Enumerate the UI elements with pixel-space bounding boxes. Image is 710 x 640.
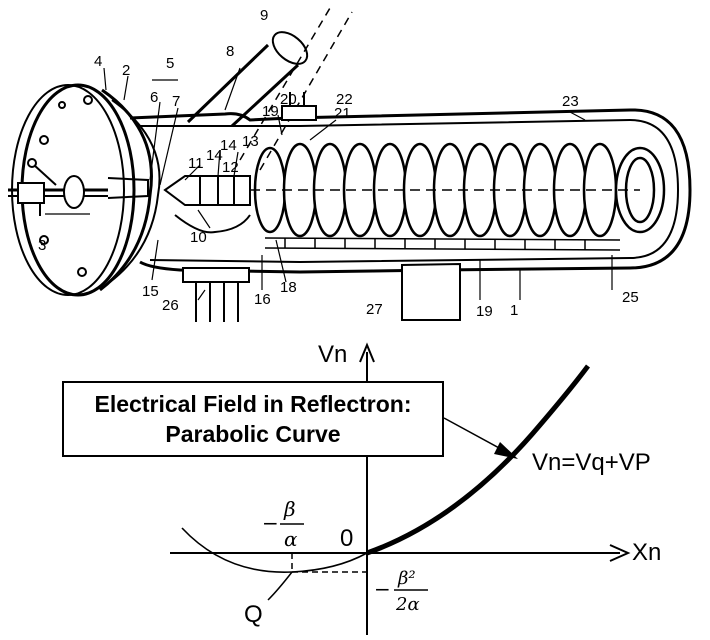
y-axis-label: Vn [318,341,347,368]
part-label: 14 [220,137,237,154]
vertex-x-denominator: α [284,527,298,551]
part-label: 8 [226,43,234,60]
vertex-leader-line [267,571,293,601]
part-label: 22 [336,91,353,108]
part-label: 12 [222,159,239,176]
vacuum-housing [129,108,692,274]
inlet-pipe [186,7,353,171]
part-label: 13 [242,133,259,150]
vertex-x-fraction: − β α [262,497,304,551]
bottom-connector [182,267,250,322]
vertex-y-fraction: − β² 2α [374,568,428,615]
vertex-x-sign: − [262,511,279,535]
part-labels: 1 2 3 4 5 6 7 8 9 10 11 12 13 14 14 15 1… [38,7,639,320]
x-axis-arrow-icon [609,544,631,562]
part-label: 14 [206,147,223,164]
vertex-label: Q [244,601,263,628]
ion-source [107,175,251,234]
part-label: 4 [94,53,102,70]
graph-title-box: Electrical Field in Reflectron: Paraboli… [62,381,444,457]
part-label: 20 [280,91,297,108]
apparatus-drawing [8,7,692,322]
pump-port [401,262,461,321]
parabola-curve-left [181,527,368,573]
part-label: 10 [190,229,207,246]
part-label: 25 [622,289,639,306]
vertex-y-denominator: 2α [395,594,420,615]
part-label: 9 [260,7,268,24]
part-label: 23 [562,93,579,110]
ring-electrodes [250,142,666,238]
part-label: 1 [510,302,518,319]
part-label: 27 [366,301,383,318]
feedthrough-knob [8,158,108,216]
title-leader-arrow-icon [494,442,518,459]
resistor-chain [264,237,621,251]
vertex-x-numerator: β [283,497,296,521]
curve-equation-label: Vn=Vq+VP [532,449,651,476]
part-label: 2 [122,62,130,79]
graph-title-line-2: Parabolic Curve [165,421,341,447]
part-label: 5 [166,55,174,72]
part-label: 11 [188,155,204,172]
parabola-curve-right [366,364,590,556]
part-label: 26 [162,297,179,314]
part-label: 19 [476,303,493,320]
y-axis-arrow-icon [359,342,375,363]
gas-fitting [281,92,317,121]
part-label: 21 [334,105,351,122]
leader-lines [45,67,613,301]
part-label: 15 [142,283,159,300]
vertex-y-sign: − [374,577,391,601]
origin-label: 0 [340,525,353,552]
x-axis-label: Xn [632,539,661,566]
parabola-graph: Vn Xn 0 Vn=Vq+VP Q − β α − β² 2α [170,341,661,635]
graph-title-line-1: Electrical Field in Reflectron: [94,391,412,417]
part-label: 18 [280,279,297,296]
part-label: 19 [262,103,279,120]
part-label: 6 [150,89,158,106]
vertex-y-numerator: β² [397,568,416,589]
part-label: 16 [254,291,271,308]
part-label: 7 [172,93,180,110]
part-label: 3 [38,237,46,254]
